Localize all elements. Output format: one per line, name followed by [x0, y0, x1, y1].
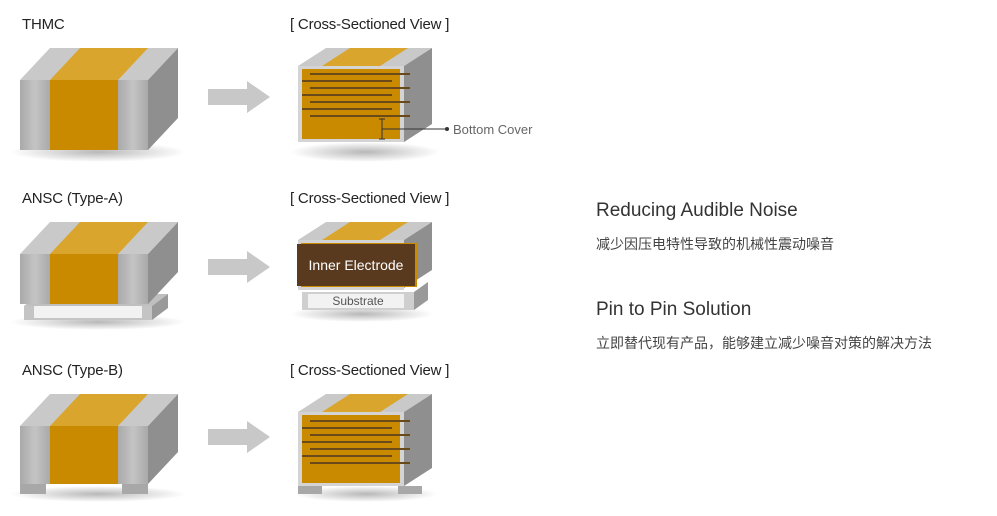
ansc-type-b-cross-section	[294, 394, 438, 502]
ansc-type-b-chip-3d	[10, 394, 186, 502]
row-label-thmc: THMC	[22, 16, 65, 33]
type-b-foot-right	[122, 484, 148, 494]
feature-desc-audible-noise: 减少因压电特性导致的机械性震动噪音	[596, 237, 834, 253]
thmc-terminal-left	[20, 80, 50, 150]
arrow-right-icon	[208, 81, 270, 113]
cross-section-label-thmc: [ Cross-Sectioned View ]	[290, 16, 450, 33]
bottom-cover-label: Bottom Cover	[453, 122, 533, 137]
arrow-right-icon	[208, 251, 270, 283]
feature-title-pin-to-pin: Pin to Pin Solution	[596, 299, 752, 320]
cross-section-label-ansc-type-a: [ Cross-Sectioned View ]	[290, 190, 450, 207]
cross-section-label-ansc-type-b: [ Cross-Sectioned View ]	[290, 362, 450, 379]
feature-title-audible-noise: Reducing Audible Noise	[596, 200, 798, 221]
inner-electrode-label: Inner Electrode	[308, 257, 404, 273]
ansc-type-a-cross-section	[290, 222, 434, 322]
thmc-side	[148, 48, 178, 150]
substrate-label: Substrate	[332, 294, 384, 308]
bottom-cover-marker	[379, 118, 446, 140]
row-label-ansc-type-a: ANSC (Type-A)	[22, 190, 123, 207]
arrow-right-icon	[208, 421, 270, 453]
feature-desc-pin-to-pin: 立即替代现有产品，能够建立减少噪音对策的解决方法	[596, 336, 932, 352]
inner-electrode-block	[297, 244, 415, 286]
thmc-terminal-right	[118, 80, 148, 150]
ansc-type-a-chip-3d	[10, 222, 186, 330]
type-b-foot-left	[20, 484, 46, 494]
thmc-top-body	[50, 48, 148, 80]
thmc-chip-3d	[10, 48, 186, 162]
row-label-ansc-type-b: ANSC (Type-B)	[22, 362, 123, 379]
capacitor-diagram	[10, 48, 449, 502]
thmc-body-front	[50, 80, 118, 150]
thmc-cross-section	[290, 48, 449, 162]
